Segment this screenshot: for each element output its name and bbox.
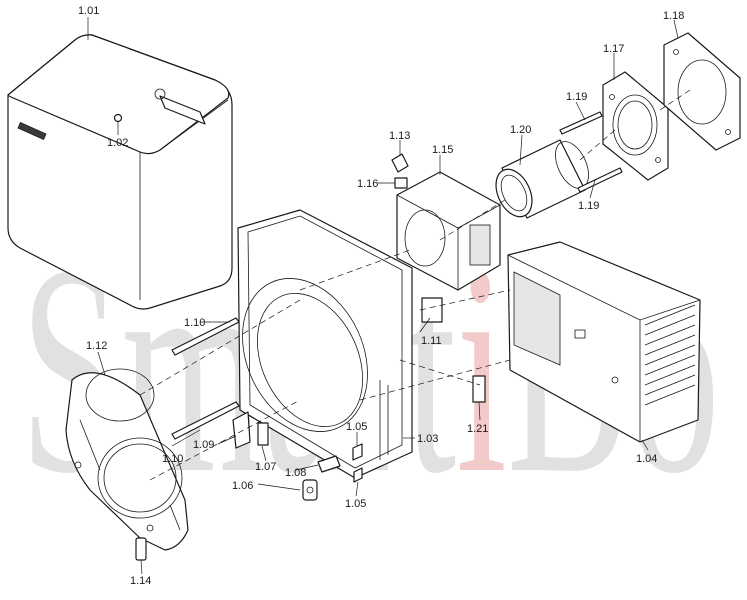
label-1-12: 1.12 — [86, 340, 107, 352]
part-clip-121 — [472, 375, 486, 403]
label-1-07: 1.07 — [255, 461, 276, 473]
part-rods-119 — [559, 111, 623, 193]
label-1-08: 1.08 — [285, 467, 306, 479]
part-plate-111 — [421, 297, 443, 323]
label-1-20: 1.20 — [510, 124, 531, 136]
label-1-01: 1.01 — [78, 5, 99, 17]
label-1-13: 1.13 — [389, 130, 410, 142]
label-1-21: 1.21 — [467, 423, 488, 435]
leader-lines — [87, 17, 679, 575]
assembly-lines — [139, 89, 691, 481]
part-brackets — [232, 411, 363, 501]
label-1-09: 1.09 — [193, 439, 214, 451]
label-1-17: 1.17 — [603, 43, 624, 55]
label-1-14: 1.14 — [130, 575, 151, 587]
part-housing-frame — [237, 209, 413, 479]
part-back-plate — [65, 368, 189, 551]
part-clip-114 — [135, 537, 147, 561]
part-fittings — [391, 153, 409, 189]
label-1-19-upper: 1.19 — [566, 91, 587, 103]
label-1-10-lower: 1.10 — [162, 453, 183, 465]
label-1-15: 1.15 — [432, 144, 453, 156]
label-1-04: 1.04 — [636, 453, 657, 465]
label-1-06: 1.06 — [232, 480, 253, 492]
label-1-02: 1.02 — [107, 137, 128, 149]
label-1-18: 1.18 — [663, 10, 684, 22]
part-labels: 1.01 1.02 1.03 1.04 1.05 1.05 1.06 1.07 … — [78, 5, 684, 587]
part-connector-box — [396, 171, 501, 291]
label-1-10-upper: 1.10 — [184, 317, 205, 329]
part-gasket — [663, 32, 741, 151]
part-tube — [495, 139, 589, 219]
label-1-05-lower: 1.05 — [345, 498, 366, 510]
label-1-05-upper: 1.05 — [346, 421, 367, 433]
part-cover-hood — [7, 34, 233, 310]
label-1-03: 1.03 — [417, 433, 438, 445]
label-1-19-lower: 1.19 — [578, 200, 599, 212]
part-flange — [602, 71, 669, 181]
label-1-16: 1.16 — [357, 178, 378, 190]
label-1-11: 1.11 — [421, 335, 442, 347]
part-control-box — [507, 241, 701, 443]
